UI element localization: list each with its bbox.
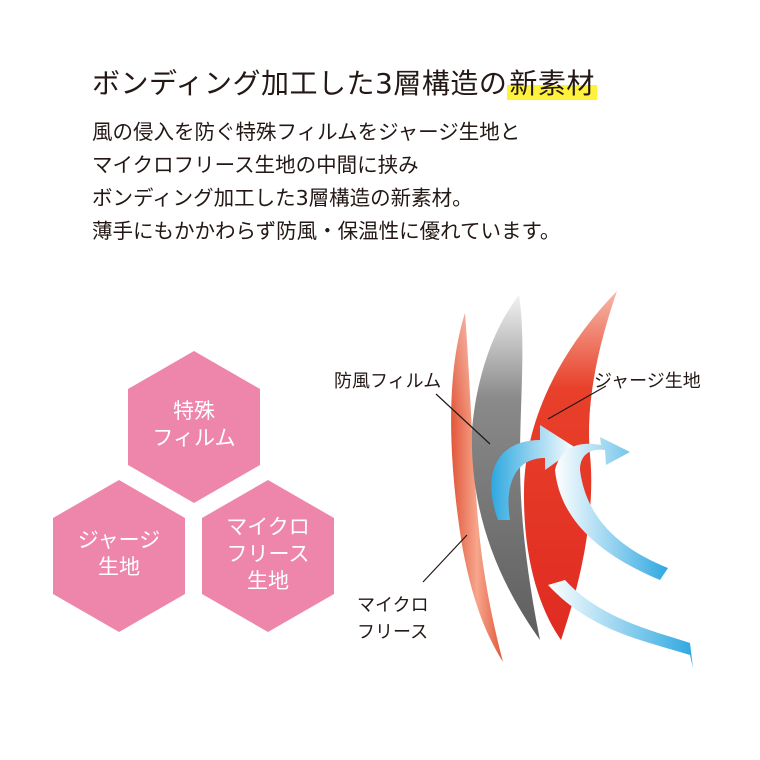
hexagon-jersey bbox=[53, 480, 185, 632]
film-label: 防風フィルム bbox=[334, 371, 442, 392]
title-highlight: 新素材 bbox=[507, 67, 597, 100]
description: 風の侵入を防ぐ特殊フィルムをジャージ生地と マイクロフリース生地の中間に挟み ボ… bbox=[92, 116, 560, 248]
description-line: 風の侵入を防ぐ特殊フィルムをジャージ生地と bbox=[92, 120, 521, 144]
fleece-label: マイクロ フリース bbox=[357, 595, 429, 643]
page-title: ボンディング加工した3層構造の新素材 bbox=[92, 62, 597, 102]
air-arrow-upper bbox=[555, 437, 668, 580]
air-arrow-curve bbox=[491, 425, 576, 520]
jersey-leader-line bbox=[547, 385, 607, 420]
hexagon-fleece-label: マイクロ フリース 生地 bbox=[226, 515, 310, 593]
hexagon-jersey-label: ジャージ 生地 bbox=[77, 528, 161, 579]
description-line: マイクロフリース生地の中間に挟み bbox=[92, 153, 419, 177]
description-line: ボンディング加工した3層構造の新素材。 bbox=[92, 186, 473, 210]
fleece-layer-shine bbox=[451, 313, 503, 662]
description-line: 薄手にもかかわらず防風・保温性に優れています。 bbox=[92, 219, 561, 243]
air-arrow-lower bbox=[548, 580, 693, 668]
title-text: ボンディング加工した3層構造の bbox=[92, 67, 508, 100]
hexagon-film-label: 特殊 フィルム bbox=[152, 399, 236, 450]
film-leader-line bbox=[435, 393, 491, 445]
fleece-leader-line bbox=[422, 534, 468, 583]
hexagon-fleece bbox=[202, 480, 334, 632]
jersey-label: ジャージ生地 bbox=[594, 371, 701, 392]
hexagon-film bbox=[128, 351, 260, 503]
